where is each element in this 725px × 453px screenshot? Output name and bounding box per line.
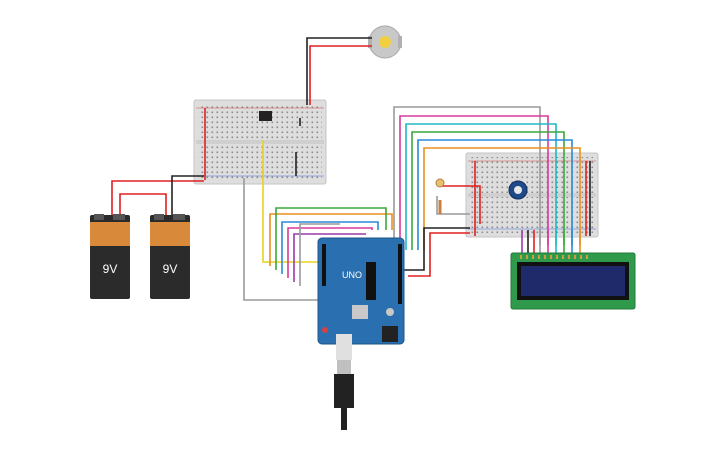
ic-chip[interactable] — [259, 111, 272, 121]
battery-2-label: 9V — [163, 262, 178, 276]
usb-cable[interactable] — [334, 334, 354, 430]
wires — [111, 37, 591, 301]
potentiometer[interactable] — [508, 180, 528, 200]
battery-1[interactable]: 9V — [90, 214, 130, 299]
lcd-pins — [520, 255, 588, 259]
breadboard-right[interactable] — [465, 152, 599, 238]
battery-1-label: 9V — [103, 262, 118, 276]
arduino-brand-label: UNO — [342, 270, 362, 280]
photoresistor[interactable] — [435, 178, 445, 188]
dc-motor[interactable] — [368, 25, 402, 59]
arduino-uno[interactable]: UNO — [317, 237, 405, 345]
lcd-16x2[interactable] — [510, 252, 636, 310]
battery-2[interactable]: 9V — [150, 214, 190, 299]
